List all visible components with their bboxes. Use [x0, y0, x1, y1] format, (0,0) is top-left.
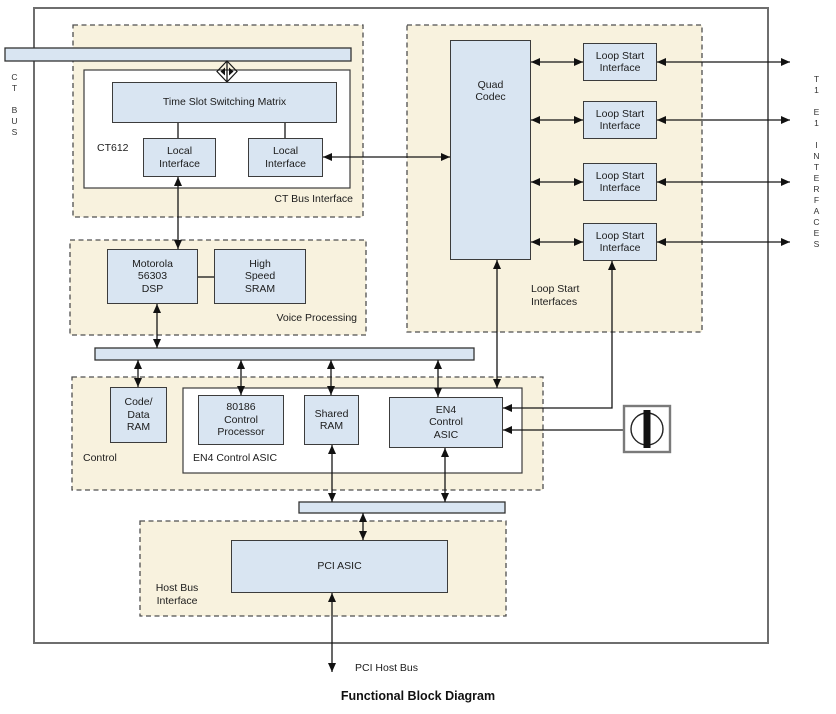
block-high-speed-sram: High Speed SRAM — [214, 249, 306, 304]
block-local-interface-right: Local Interface — [248, 138, 323, 177]
ct-bus-bar — [4, 47, 352, 62]
region-label-loop-start-interfaces: Loop Start Interfaces — [531, 283, 580, 308]
block-motorola-dsp: Motorola 56303 DSP — [107, 249, 198, 304]
clock-oscillator-icon — [622, 404, 672, 454]
block-80186-control-processor: 80186 Control Processor — [198, 395, 284, 445]
block-quad-codec: Quad Codec — [450, 40, 531, 260]
region-label-host-bus-interface: Host Bus Interface — [155, 582, 199, 607]
pci-host-bus-label: PCI Host Bus — [355, 662, 419, 674]
group-label-en4-control-asic: EN4 Control ASIC — [193, 452, 278, 464]
region-label-control: Control — [83, 452, 117, 464]
ct612-chip-label: CT612 — [97, 142, 129, 154]
block-time-slot-switching-matrix: Time Slot Switching Matrix — [112, 82, 337, 123]
block-loop-start-interface-1: Loop Start Interface — [583, 43, 657, 81]
block-loop-start-interface-2: Loop Start Interface — [583, 101, 657, 139]
diagram-title: Functional Block Diagram — [340, 689, 496, 703]
wire-loop-start4-to-en4 — [503, 261, 616, 412]
board-outline — [33, 7, 769, 644]
block-local-interface-left: Local Interface — [143, 138, 216, 177]
block-loop-start-interface-3: Loop Start Interface — [583, 163, 657, 201]
block-shared-ram: Shared RAM — [304, 395, 359, 445]
block-code-data-ram: Code/ Data RAM — [110, 387, 167, 443]
block-pci-asic: PCI ASIC — [231, 540, 448, 593]
host-bus-bar — [298, 501, 506, 514]
ct-bus-side-label: CT BUS — [9, 72, 20, 138]
t1-e1-interfaces-side-label: T1 E1 INTERFACES — [811, 74, 822, 250]
local-bus-bar — [94, 347, 475, 361]
region-label-ct-bus-interface: CT Bus Interface — [274, 193, 353, 205]
block-loop-start-interface-4: Loop Start Interface — [583, 223, 657, 261]
block-en4-control-asic: EN4 Control ASIC — [389, 397, 503, 448]
region-label-voice-processing: Voice Processing — [276, 312, 357, 324]
